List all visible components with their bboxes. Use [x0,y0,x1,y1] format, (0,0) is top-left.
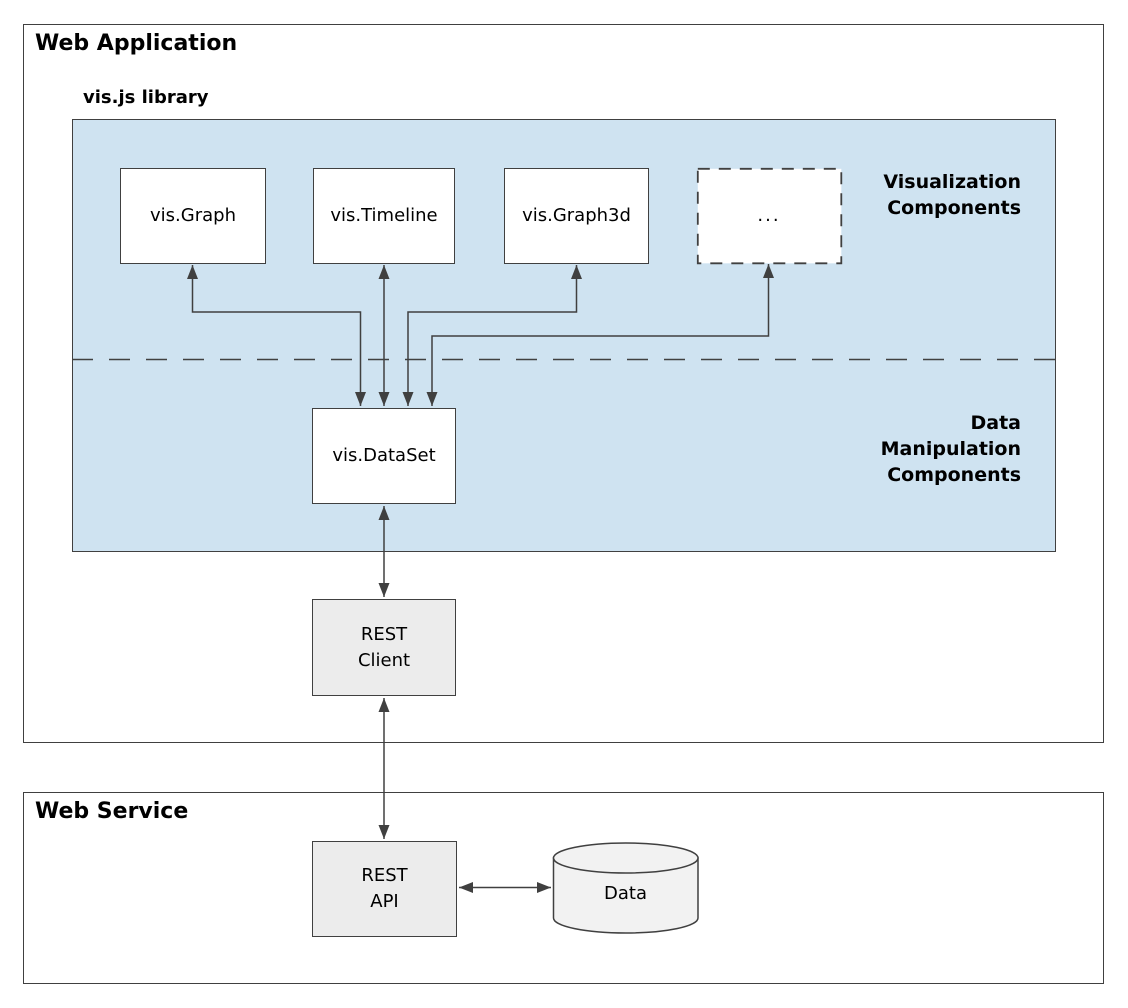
node-vis-dataset: vis.DataSet [312,408,456,504]
node-vis-graph3d: vis.Graph3d [504,168,649,264]
data-manipulation-components-label: Data Manipulation Components [880,412,1021,486]
node-more-components: ... [757,204,781,226]
node-vis-timeline: vis.Timeline [313,168,455,264]
vis-library-title: vis.js library [83,87,209,108]
data-store-label: Data [604,882,647,904]
node-vis-graph: vis.Graph [120,168,266,264]
web-service-title: Web Service [35,799,189,824]
node-rest-api: REST API [312,841,457,937]
web-application-title: Web Application [35,31,238,56]
visualization-components-label: Visualization Components [883,171,1021,219]
node-rest-client: REST Client [312,599,456,696]
